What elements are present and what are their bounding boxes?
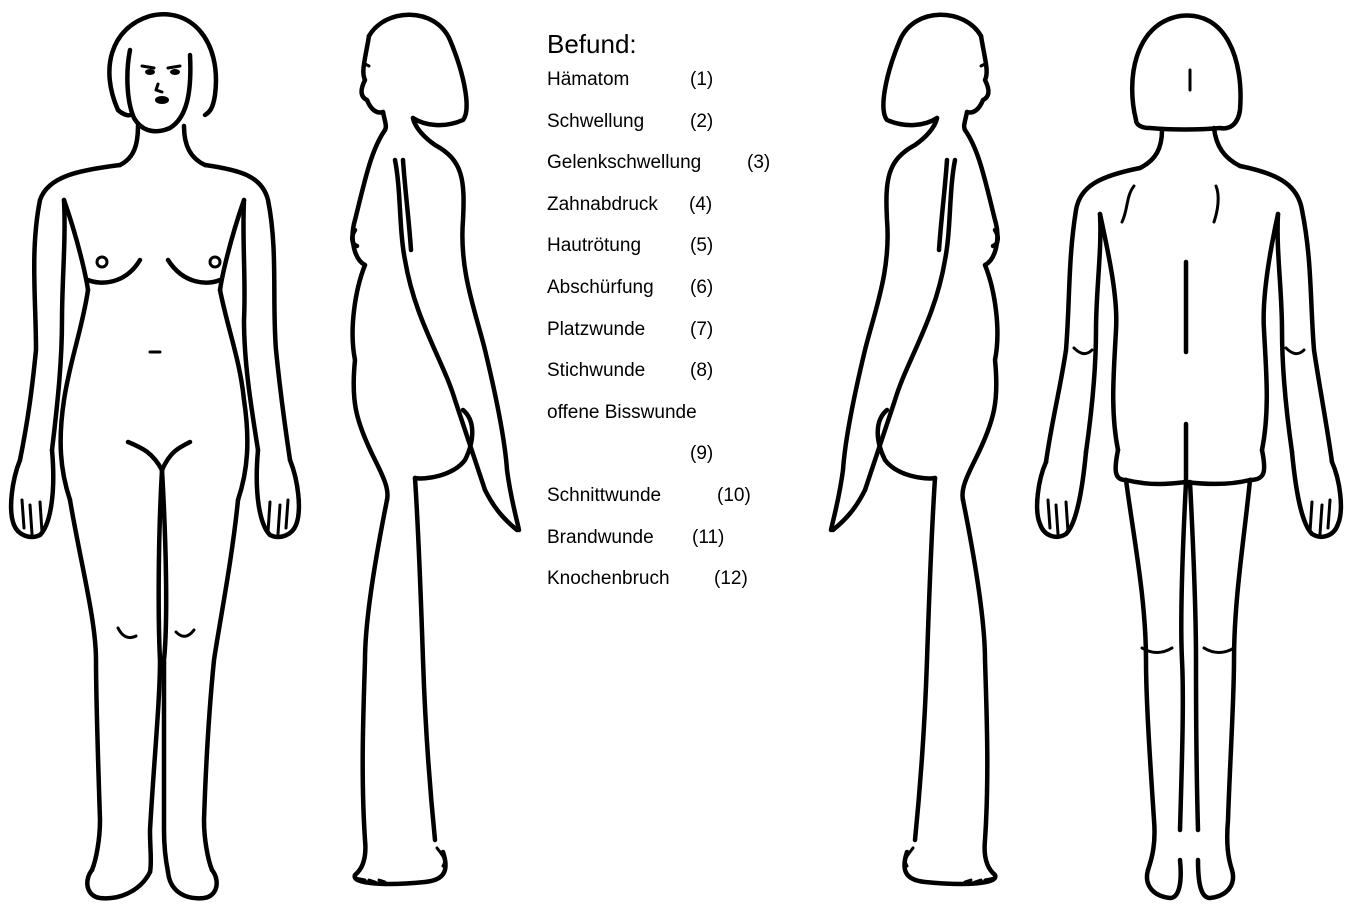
- legend-item-name: Platzwunde: [547, 320, 645, 340]
- legend-row-zahnabdruck: Zahnabdruck (4): [547, 195, 807, 237]
- body-figure-back: [1030, 0, 1350, 913]
- right-side-view-drawing: [815, 0, 1025, 913]
- befund-title: Befund:: [547, 24, 807, 64]
- legend-item-number: (7): [690, 320, 713, 340]
- back-view-drawing: [1030, 0, 1350, 913]
- legend-row-platzwunde: Platzwunde (7): [547, 320, 807, 362]
- legend-item-name: Hämatom: [547, 70, 629, 90]
- body-figure-side-left: [325, 0, 535, 913]
- legend-item-name: Schwellung: [547, 112, 644, 132]
- body-figure-side-right: [815, 0, 1025, 913]
- legend-item-number: (6): [690, 278, 713, 298]
- legend-row-haematom: Hämatom (1): [547, 70, 807, 112]
- legend-row-brandwunde: Brandwunde (11): [547, 528, 807, 570]
- legend-row-abschuerfung: Abschürfung (6): [547, 278, 807, 320]
- legend-item-number: (10): [717, 486, 751, 506]
- body-figure-front: [0, 0, 310, 913]
- left-side-view-drawing: [325, 0, 535, 913]
- legend-item-number: (4): [689, 195, 712, 215]
- legend-item-name: Stichwunde: [547, 361, 645, 381]
- legend-row-offene-bisswunde: offene Bisswunde: [547, 403, 807, 445]
- legend-item-number: (12): [714, 569, 748, 589]
- legend-item-name: Hautrötung: [547, 236, 641, 256]
- legend-item-name: Knochenbruch: [547, 569, 670, 589]
- legend-item-name: offene Bisswunde: [547, 403, 697, 423]
- legend-item-number: (9): [690, 444, 713, 464]
- legend-row-hautroetung: Hautrötung (5): [547, 236, 807, 278]
- legend-item-number: (11): [692, 528, 724, 548]
- legend-row-bisswunde-number: (9): [547, 444, 807, 486]
- befund-legend: Befund: Hämatom (1) Schwellung (2) Gelen…: [547, 24, 807, 611]
- legend-item-name: Zahnabdruck: [547, 195, 658, 215]
- legend-row-schwellung: Schwellung (2): [547, 112, 807, 154]
- legend-row-gelenkschwellung: Gelenkschwellung (3): [547, 153, 807, 195]
- legend-item-number: (5): [690, 236, 713, 256]
- legend-item-name: Schnittwunde: [547, 486, 661, 506]
- legend-item-name: Abschürfung: [547, 278, 654, 298]
- legend-row-knochenbruch: Knochenbruch (12): [547, 569, 807, 611]
- legend-item-name: Brandwunde: [547, 528, 654, 548]
- legend-item-number: (1): [690, 70, 713, 90]
- legend-item-number: (2): [690, 112, 713, 132]
- legend-row-schnittwunde: Schnittwunde (10): [547, 486, 807, 528]
- front-view-drawing: [0, 0, 310, 913]
- legend-item-number: (8): [690, 361, 713, 381]
- legend-item-name: Gelenkschwellung: [547, 153, 701, 173]
- legend-item-number: (3): [747, 153, 770, 173]
- legend-row-stichwunde: Stichwunde (8): [547, 361, 807, 403]
